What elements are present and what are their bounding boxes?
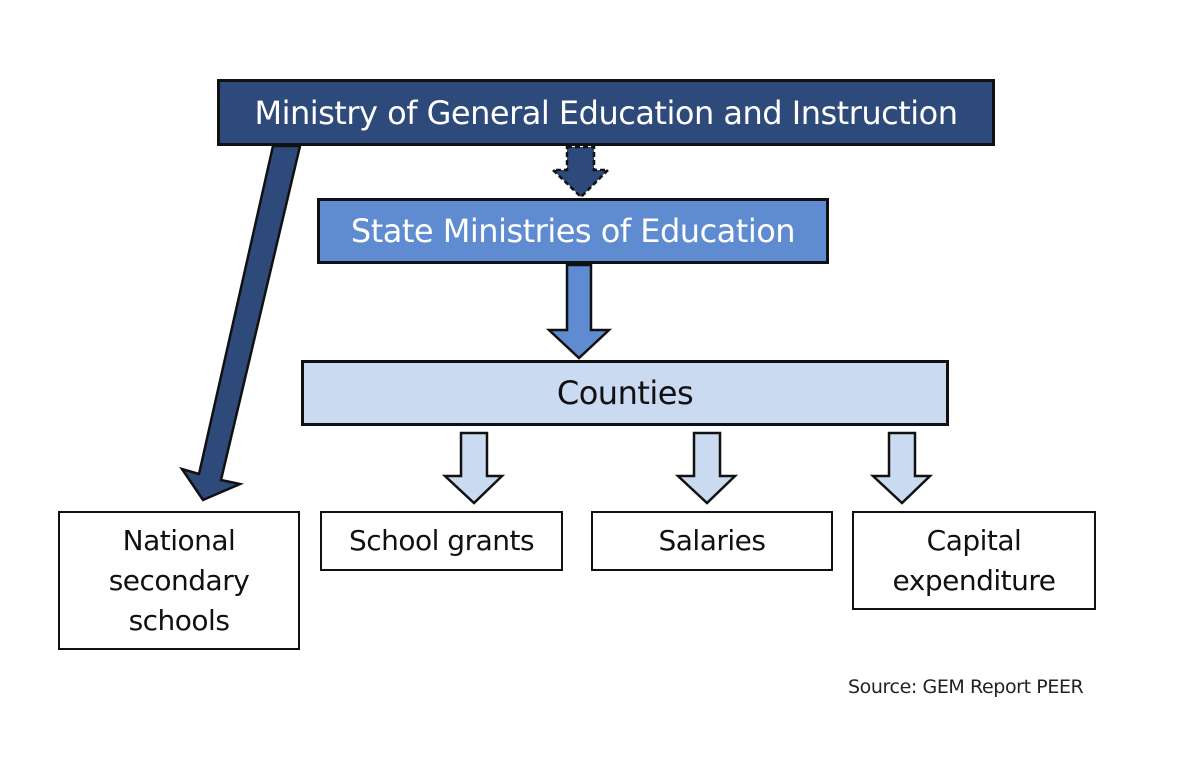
node-label-line: National: [122, 523, 236, 557]
arrow-counties-to-school-grants: [441, 431, 506, 505]
node-label: State Ministries of Education: [350, 212, 796, 250]
source-note: Source: GEM Report PEER: [848, 676, 1084, 698]
node-label: Salaries: [658, 524, 766, 557]
node-label-line: Capital: [926, 523, 1022, 557]
node-counties: Counties: [301, 360, 949, 426]
node-label: School grants: [348, 524, 535, 557]
arrow-ministry-to-national-schools: [179, 144, 302, 502]
node-label-line: schools: [128, 603, 230, 637]
node-label: Counties: [556, 374, 694, 412]
arrow-ministry-to-state: [549, 145, 612, 199]
node-label-line: secondary: [108, 563, 250, 597]
node-ministry-general-education: Ministry of General Education and Instru…: [217, 79, 995, 146]
node-salaries: Salaries: [591, 511, 833, 571]
node-school-grants: School grants: [320, 511, 563, 571]
arrow-state-to-counties: [545, 263, 613, 360]
node-label-line: expenditure: [892, 563, 1056, 597]
node-label: Ministry of General Education and Instru…: [254, 93, 958, 132]
node-national-secondary-schools: National secondary schools: [58, 511, 300, 650]
node-capital-expenditure: Capital expenditure: [852, 511, 1096, 610]
arrow-counties-to-salaries: [674, 431, 739, 505]
arrow-counties-to-capital: [869, 431, 934, 505]
node-state-ministries: State Ministries of Education: [317, 198, 829, 264]
